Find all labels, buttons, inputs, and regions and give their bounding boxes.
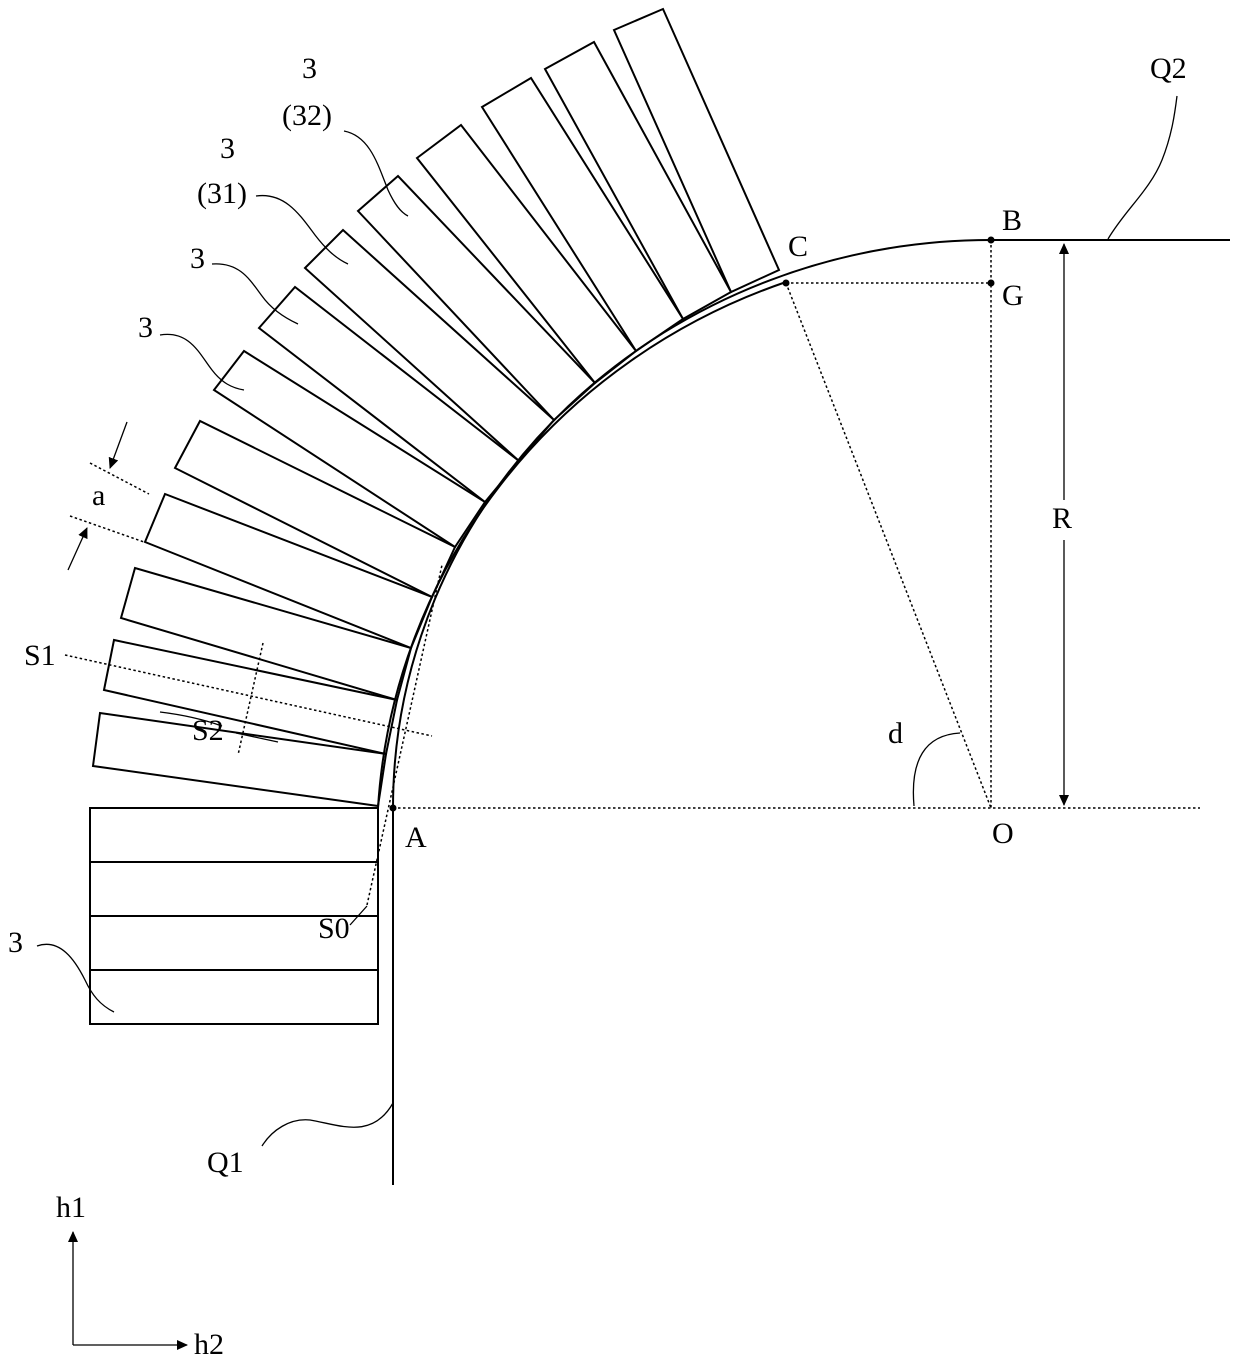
dim-a-arrow-bottom [68,528,87,570]
label-b: B [1002,204,1022,237]
leader-q2 [1108,96,1177,239]
label-q1: Q1 [207,1146,244,1179]
label-h1: h1 [56,1191,86,1224]
label-s0: S0 [318,912,350,945]
label-h2: h2 [194,1328,224,1361]
label-3-b: 3 [190,242,205,275]
label-r: R [1052,502,1072,535]
leader-q1 [262,1103,393,1146]
stacked-block [90,970,378,1024]
label-3-a: 3 [138,311,153,344]
stacked-block [90,862,378,916]
label-c: C [788,230,808,263]
label-s1: S1 [24,639,56,672]
angle-d-arc [913,733,960,806]
label-s2: S2 [192,714,224,747]
label-3-c: 3 [220,132,235,165]
dim-a-line-bottom [70,516,144,542]
label-31: (31) [197,177,247,210]
arc-blocks [93,9,779,806]
label-g: G [1002,279,1024,312]
label-a-point: A [405,821,427,854]
label-o: O [992,817,1014,850]
label-3-bottom: 3 [8,926,23,959]
point-g [988,280,995,287]
point-a [390,805,397,812]
label-d: d [888,717,903,750]
label-q2: Q2 [1150,52,1187,85]
stacked-block [90,808,378,862]
dim-a-arrow-top [110,422,127,468]
label-3-d: 3 [302,52,317,85]
point-b [988,237,995,244]
label-32: (32) [282,99,332,132]
point-c [783,280,790,287]
label-dim-a: a [92,479,105,512]
